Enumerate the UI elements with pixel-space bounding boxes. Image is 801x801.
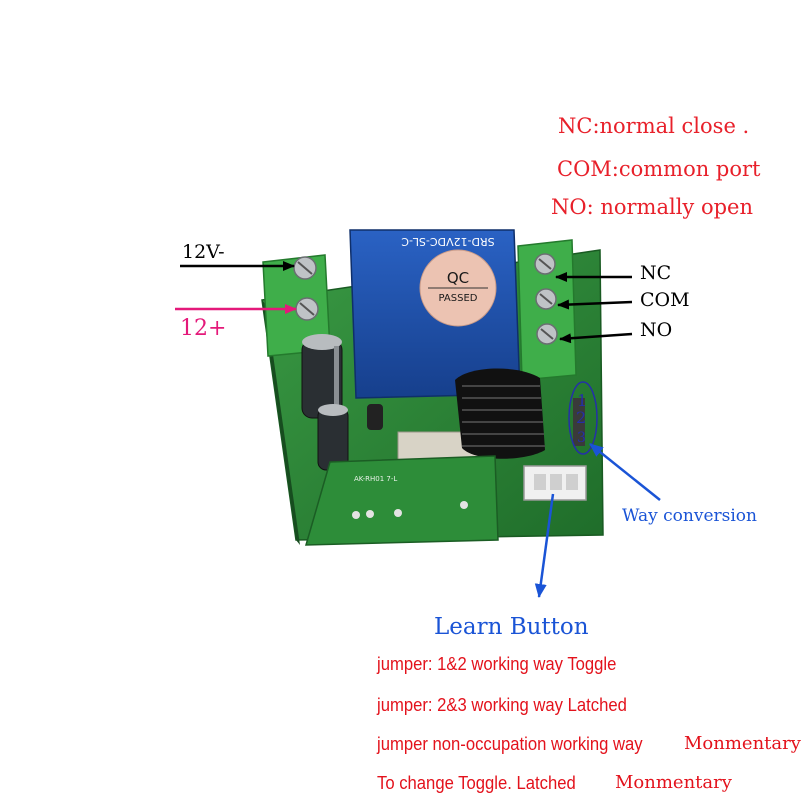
arrow-way-conversion — [589, 443, 661, 501]
note-jumper-2-3: jumper: 2&3 working way Latched — [377, 694, 627, 715]
power-negative-label: 12V- — [182, 241, 225, 263]
legend-com: COM:common port — [557, 157, 761, 181]
jumper-highlight-ellipse — [568, 381, 598, 455]
jumper-pin-1: 1 — [577, 391, 587, 410]
note-change-modes-mode: Monmentary — [615, 772, 732, 793]
legend-no: NO: normally open — [551, 195, 753, 219]
terminal-com-label: COM — [640, 289, 690, 311]
module-label: AK-RH01 7-L — [354, 475, 397, 483]
note-jumper-none-mode: Monmentary — [684, 733, 801, 754]
transistor — [367, 404, 383, 430]
note-change-modes: To change Toggle. Latched Monmentary — [377, 772, 732, 794]
arrow-learn-button — [534, 493, 555, 598]
jumper-pin-2: 2 — [576, 408, 586, 427]
note-jumper-none-text: jumper non-occupation working way — [377, 733, 643, 754]
capacitor-large — [301, 334, 343, 419]
note-jumper-1-2: jumper: 1&2 working way Toggle — [377, 653, 617, 674]
relay-model: SRD-12VDC-SL-C — [401, 235, 495, 248]
legend-nc: NC:normal close . — [558, 114, 750, 138]
note-change-modes-text: To change Toggle. Latched — [377, 772, 576, 793]
terminal-no-label: NO — [640, 319, 673, 341]
jumper-pin-3: 3 — [577, 430, 586, 446]
coil-antenna — [455, 368, 545, 459]
capacitor-small — [317, 404, 349, 471]
right-terminal-block — [517, 239, 577, 381]
way-conversion-label: Way conversion — [622, 506, 757, 526]
learn-button-component — [523, 465, 587, 501]
arrow-no — [559, 332, 633, 344]
learn-button-label: Learn Button — [434, 614, 589, 640]
note-jumper-none: jumper non-occupation working way Monmen… — [377, 733, 801, 755]
arrow-com — [557, 299, 633, 310]
jumper-pins: 1 2 3 — [568, 381, 598, 455]
terminal-nc-label: NC — [640, 262, 672, 284]
relay: QC PASSED SRD-12VDC-SL-C — [349, 229, 521, 399]
rf-receiver-module: AK-RH01 7-L — [304, 455, 499, 546]
qc-sticker-bottom: PASSED — [439, 293, 478, 304]
power-positive-label: 12+ — [180, 316, 227, 341]
qc-sticker-top: QC — [447, 269, 469, 287]
